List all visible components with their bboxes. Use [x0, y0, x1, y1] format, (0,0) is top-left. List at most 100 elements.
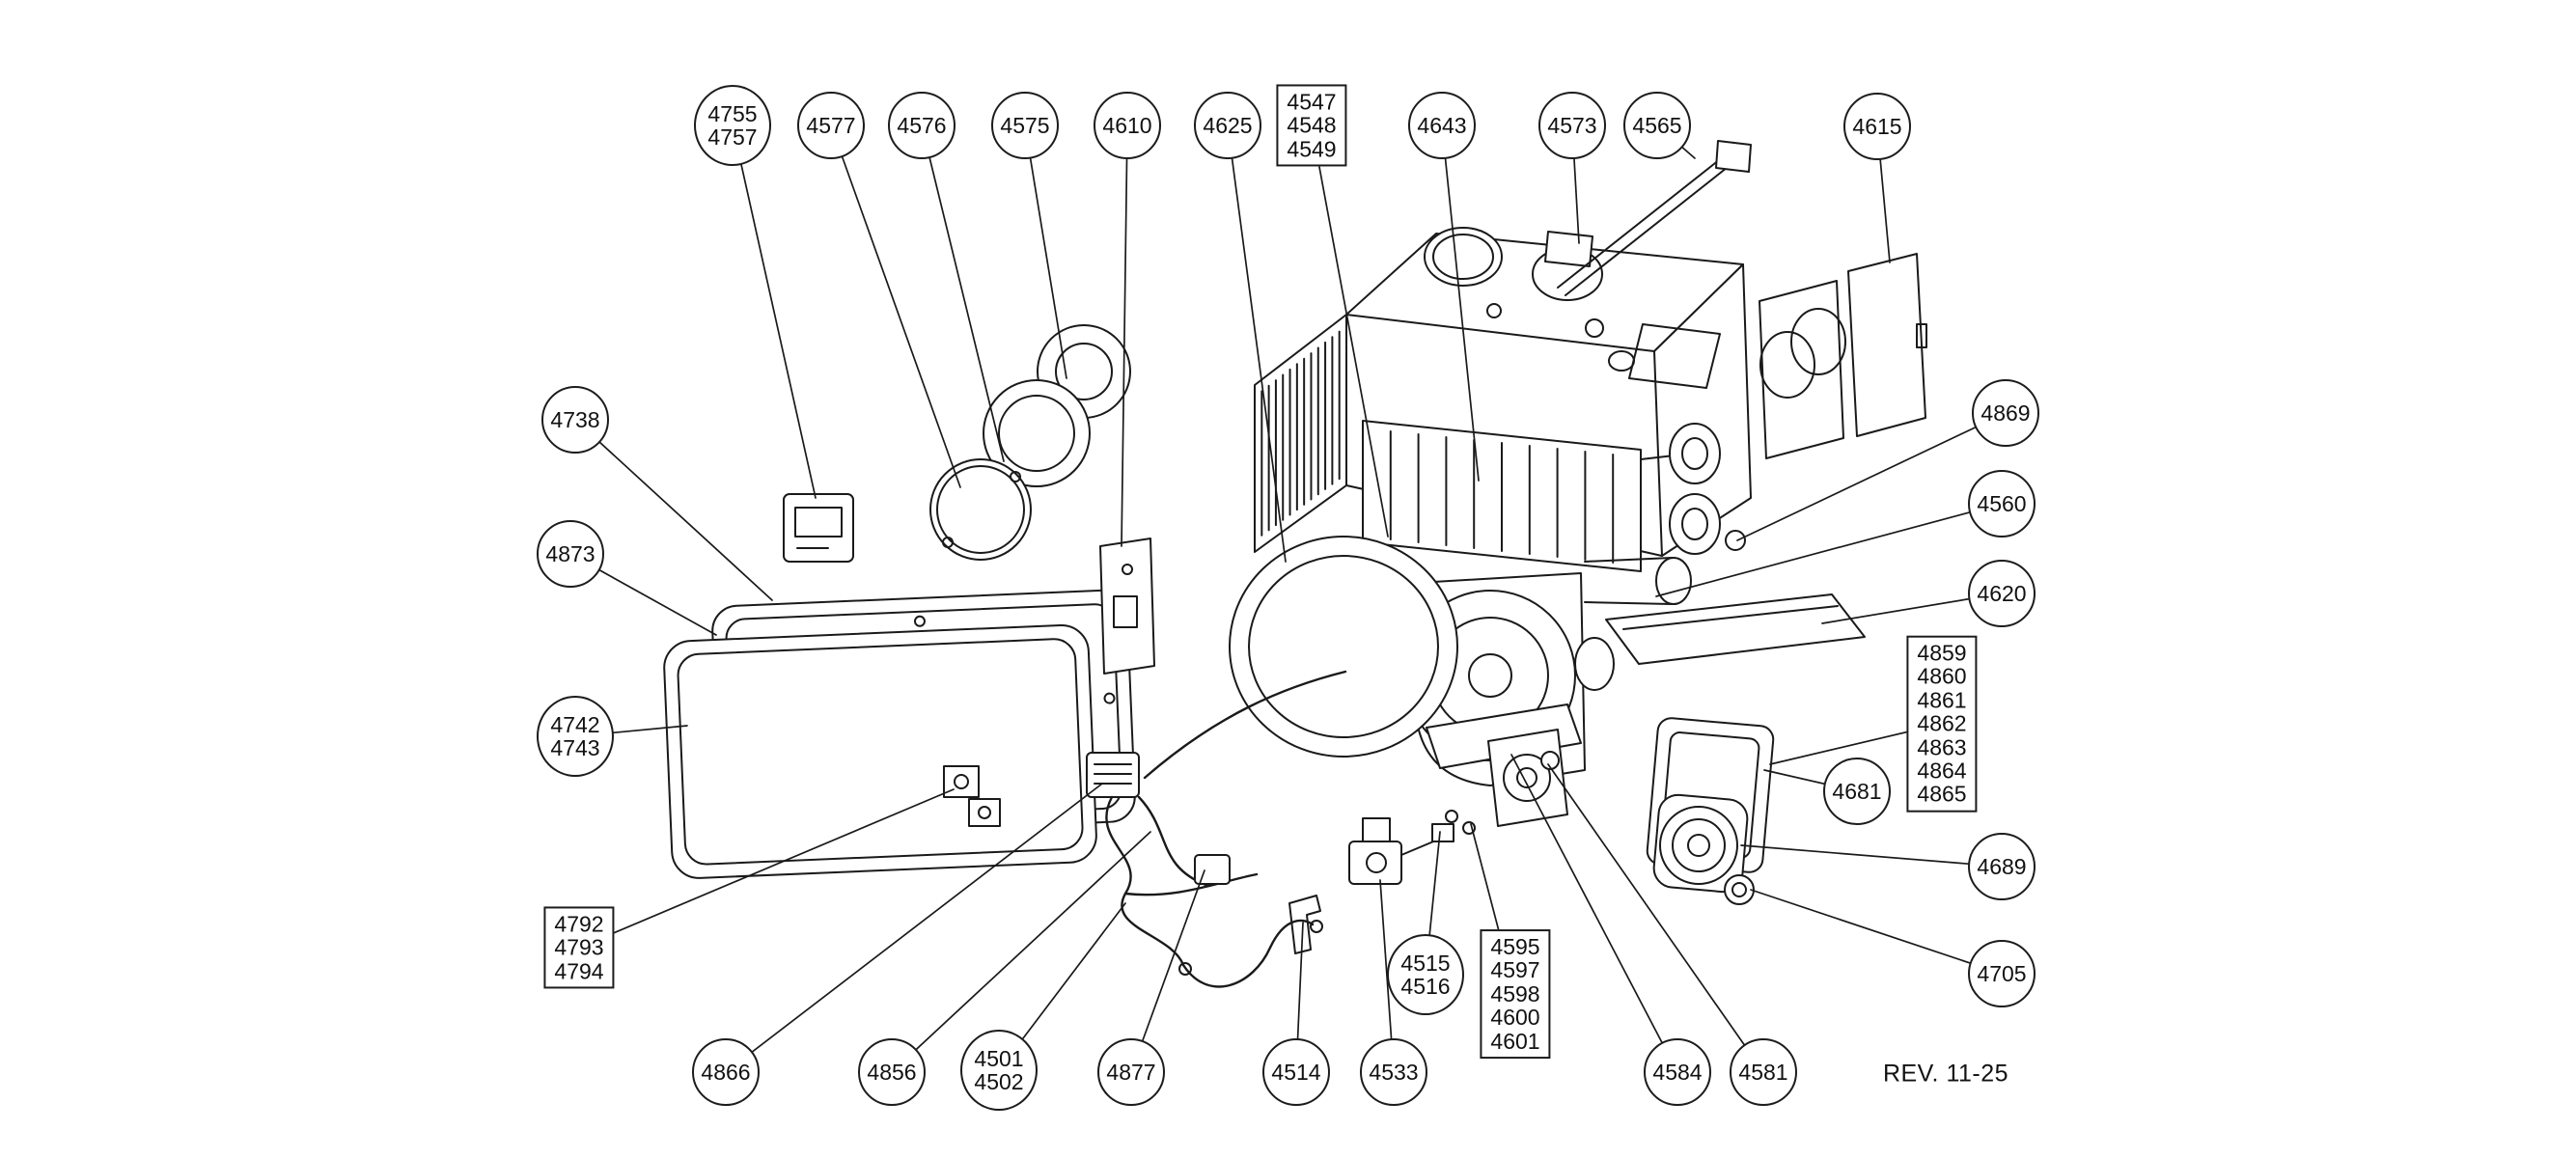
- revision-label: REV. 11-25: [1882, 1060, 2009, 1088]
- part-callout-4856: 4856: [858, 1038, 926, 1106]
- junction-plate: [1099, 538, 1155, 675]
- mounting-bracket: [1288, 895, 1321, 954]
- leader-4577: [830, 124, 961, 488]
- gas-valve: [1348, 817, 1454, 885]
- part-callout-4533: 4533: [1360, 1038, 1427, 1106]
- leader-4755-4757: [732, 124, 817, 499]
- leader-4581: [1547, 763, 1764, 1073]
- combustion-air-housing: [1229, 536, 1458, 758]
- leader-4705: [1750, 889, 2003, 975]
- part-number: 4757: [707, 124, 758, 150]
- part-number: 4615: [1852, 113, 1902, 139]
- leader-4643: [1441, 124, 1480, 482]
- part-number: 4705: [1977, 960, 2027, 986]
- part-callout-4738: 4738: [541, 386, 609, 454]
- leader-4869: [1736, 412, 2007, 541]
- part-number: 4601: [1490, 1028, 1540, 1054]
- part-number: 4547: [1287, 89, 1337, 115]
- part-number: 4501: [974, 1045, 1024, 1071]
- part-number: 4755: [707, 100, 758, 126]
- part-number: 4515: [1400, 950, 1451, 976]
- part-callout-4610: 4610: [1094, 92, 1161, 159]
- access-doors: [1759, 253, 1927, 459]
- cabinet: [1254, 227, 1752, 557]
- part-number: 4595: [1490, 934, 1540, 960]
- bottom-tray: [1605, 593, 1866, 665]
- part-number: 4577: [806, 112, 856, 138]
- leader-4547-4548-4549: [1311, 124, 1389, 538]
- part-callout-4514: 4514: [1262, 1038, 1330, 1106]
- part-number: 4873: [545, 540, 596, 566]
- part-number: 4856: [867, 1059, 917, 1085]
- part-callout-4643: 4643: [1408, 92, 1476, 159]
- part-callout-4573: 4573: [1538, 92, 1606, 159]
- part-number: 4859: [1917, 640, 1967, 666]
- part-number: 4576: [897, 112, 947, 138]
- part-number: 4514: [1271, 1059, 1321, 1085]
- leader-4792-4793-4794: [578, 788, 955, 949]
- part-number: 4643: [1417, 112, 1467, 138]
- part-number: 4681: [1832, 778, 1882, 804]
- part-number: 4598: [1490, 980, 1540, 1006]
- part-number: 4600: [1490, 1005, 1540, 1031]
- part-number: 4689: [1977, 853, 2027, 879]
- part-callout-4681: 4681: [1823, 758, 1891, 825]
- part-callout-4560: 4560: [1968, 470, 2036, 538]
- part-number: 4866: [701, 1059, 751, 1085]
- leader-4866: [725, 783, 1103, 1073]
- leader-4877: [1130, 869, 1205, 1073]
- heat-exchanger: [1362, 420, 1746, 605]
- part-number: 4792: [554, 911, 604, 937]
- part-number: 4793: [554, 934, 604, 960]
- part-callout-4620: 4620: [1968, 560, 2036, 627]
- part-number: 4560: [1977, 490, 2027, 516]
- part-number: 4865: [1917, 781, 1967, 807]
- vent-door-assembly: [1646, 717, 1775, 905]
- part-number: 4861: [1917, 687, 1967, 713]
- part-callout-4869: 4869: [1972, 379, 2039, 447]
- part-callout-4873: 4873: [537, 520, 604, 588]
- leader-4856: [891, 831, 1151, 1073]
- vent-slats: [1260, 330, 1341, 537]
- part-callout-4576: 4576: [888, 92, 956, 159]
- part-number: 4742: [550, 711, 600, 737]
- part-number: 4860: [1917, 664, 1967, 690]
- part-number: 4610: [1102, 112, 1152, 138]
- part-number: 4862: [1917, 710, 1967, 736]
- part-callout-4575: 4575: [991, 92, 1059, 159]
- leader-4625: [1227, 124, 1287, 563]
- part-number: 4549: [1287, 136, 1337, 162]
- part-number: 4516: [1400, 974, 1451, 999]
- part-number: 4584: [1652, 1059, 1703, 1085]
- part-callout-4689: 4689: [1968, 833, 2036, 900]
- part-number: 4565: [1632, 112, 1682, 138]
- leader-4689: [1740, 844, 2003, 868]
- part-callout-4577: 4577: [797, 92, 865, 159]
- leader-4584: [1510, 754, 1678, 1073]
- leader-4575: [1024, 124, 1067, 379]
- part-number: 4581: [1738, 1059, 1788, 1085]
- part-number: 4743: [550, 735, 600, 760]
- part-number: 4575: [1000, 112, 1050, 138]
- part-number: 4864: [1917, 758, 1967, 784]
- part-callout-4565: 4565: [1623, 92, 1691, 159]
- part-callout-4877: 4877: [1097, 1038, 1165, 1106]
- exhaust-vent-rod: [1544, 140, 1752, 296]
- part-callout-4581: 4581: [1730, 1038, 1797, 1106]
- heat-exchanger-fins: [1389, 429, 1615, 564]
- leader-lines: [569, 124, 2007, 1073]
- leader-4560: [1655, 503, 2003, 597]
- part-callout-4625: 4625: [1194, 92, 1261, 159]
- part-number: 4625: [1203, 112, 1253, 138]
- part-callout-4615: 4615: [1843, 93, 1911, 160]
